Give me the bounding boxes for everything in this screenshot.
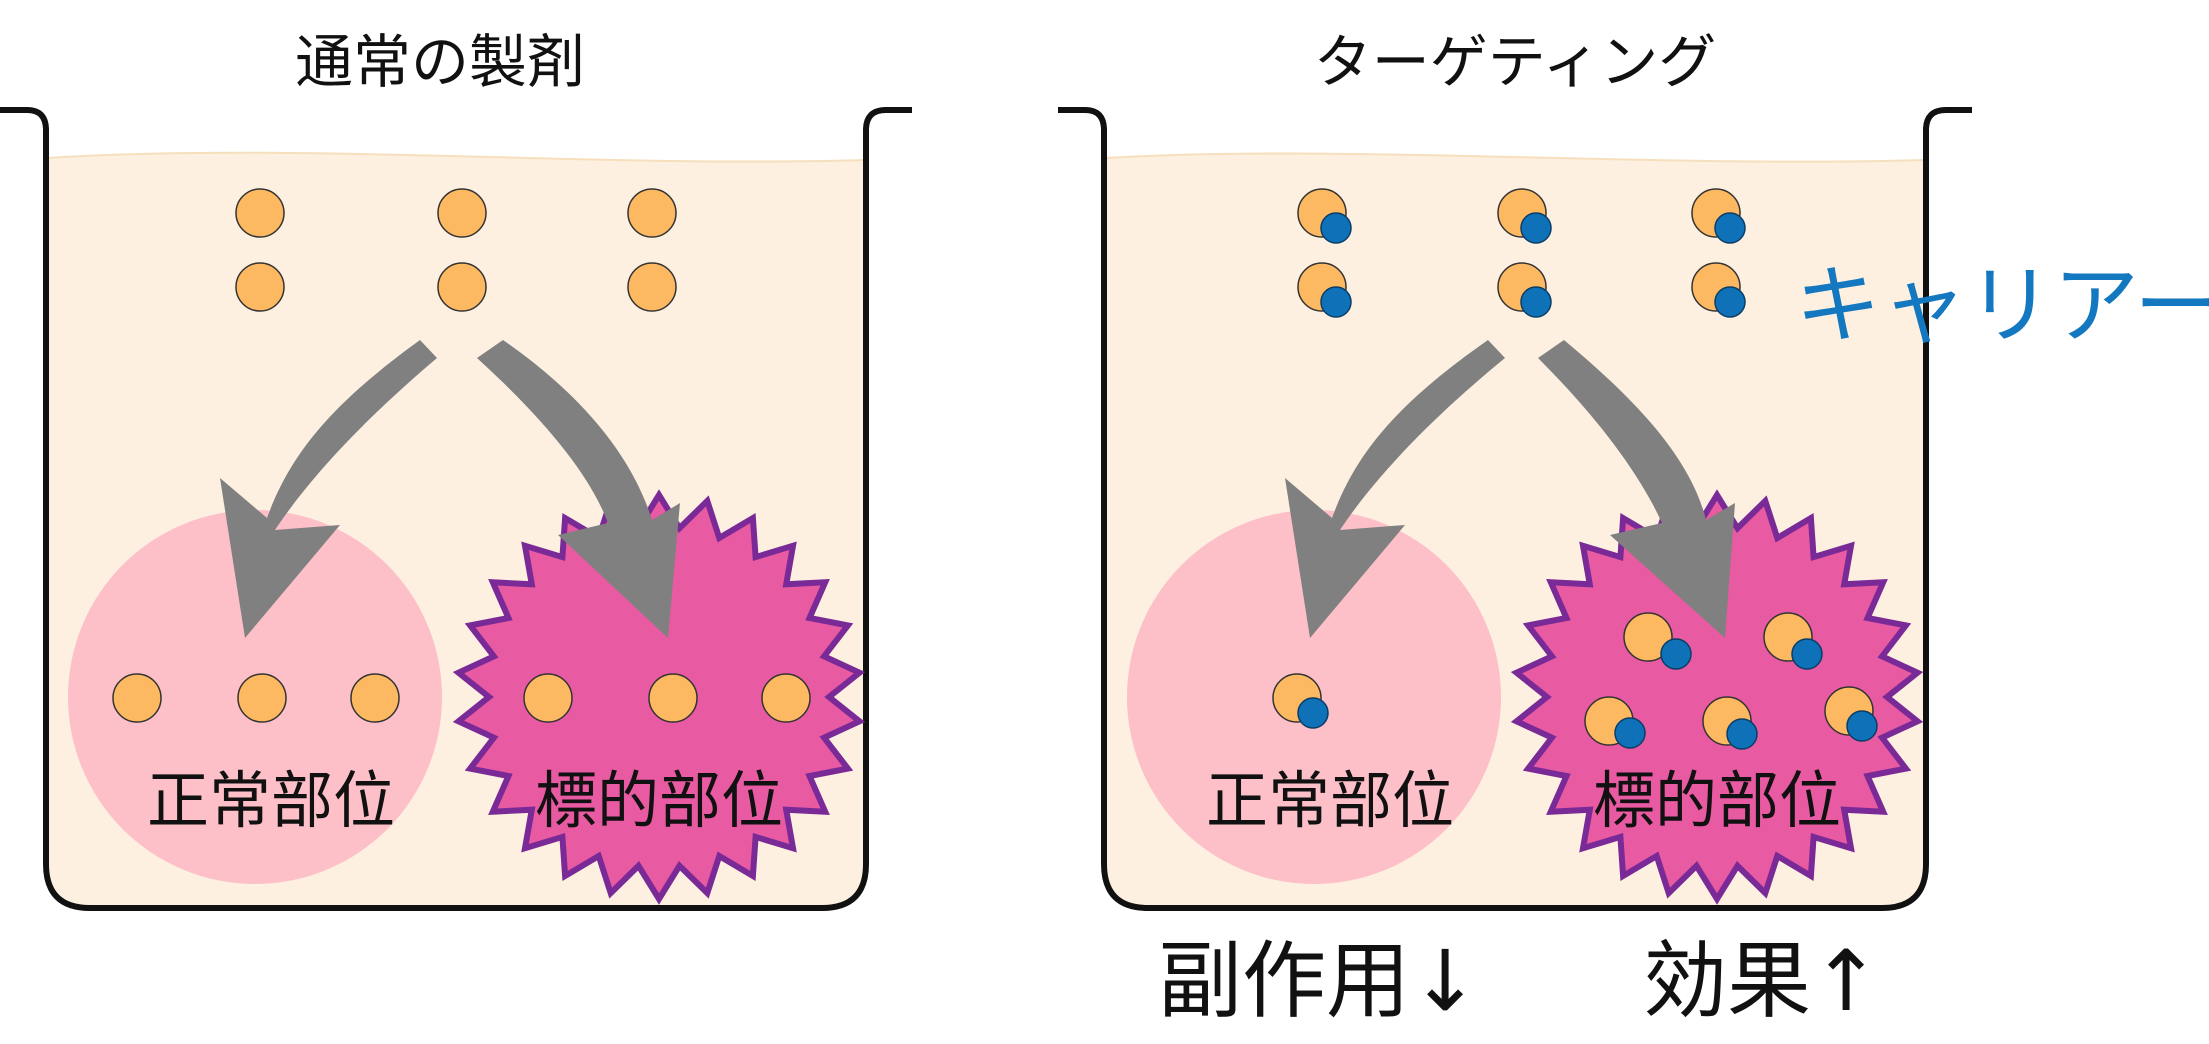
carrier-drug-complex (1623, 612, 1692, 670)
carrier-label: キャリアー (1795, 256, 2209, 356)
right-beaker (1058, 107, 1972, 911)
right-panel-title: ターゲティング (1314, 28, 1717, 96)
target-site-label: 標的部位 (1593, 764, 1841, 837)
drug-molecule (437, 262, 487, 312)
drug-molecule (627, 262, 677, 312)
carrier-drugs-top (1297, 188, 1746, 318)
drug-molecule (112, 673, 162, 723)
carrier-drug-complex (1691, 188, 1746, 244)
carrier-molecule (1726, 718, 1758, 750)
carrier-molecule (1660, 638, 1692, 670)
drug-molecule (648, 673, 698, 723)
carrier-molecule (1297, 697, 1329, 729)
carrier-drug-complex (1297, 188, 1352, 244)
effect-caption: 効果↑ (1643, 932, 1881, 1030)
arrow-to-target-site (477, 340, 680, 638)
carrier-drug-complex (1824, 686, 1878, 742)
normal-site-label: 正常部位 (147, 764, 395, 837)
carrier-molecule (1520, 212, 1552, 244)
drug-molecule (627, 188, 677, 238)
carrier-drug-complex (1691, 262, 1746, 318)
drug-molecule (237, 673, 287, 723)
carrier-molecule (1320, 286, 1352, 318)
carrier-drug-complex (1702, 696, 1758, 750)
right-panel: ターゲティング (1058, 28, 2209, 1030)
drug-molecule (350, 673, 400, 723)
carrier-drug-complex (1497, 188, 1552, 244)
drug-molecules-top (235, 188, 677, 312)
left-panel-title: 通常の製剤 (295, 28, 585, 96)
drug-molecule (523, 673, 573, 723)
arrow-to-normal-site (220, 340, 437, 638)
normal-site-label: 正常部位 (1206, 764, 1454, 837)
target-site (1510, 489, 1924, 905)
left-beaker (0, 107, 912, 911)
carrier-molecule (1614, 717, 1646, 749)
target-site-label: 標的部位 (535, 764, 783, 837)
carrier-molecule (1520, 286, 1552, 318)
carrier-molecule (1320, 212, 1352, 244)
carrier-molecule (1714, 286, 1746, 318)
drug-molecule (761, 673, 811, 723)
carrier-drugs-target (1584, 612, 1878, 750)
carrier-drug-complex (1272, 673, 1329, 729)
left-panel: 通常の製剤 正常部位 標的部位 (0, 28, 912, 911)
drug-molecules-bottom (112, 673, 811, 723)
carrier-drug-complex (1497, 262, 1552, 318)
carrier-molecule (1714, 212, 1746, 244)
drug-molecule (235, 262, 285, 312)
carrier-molecule (1846, 710, 1878, 742)
side-effect-caption: 副作用↓ (1158, 932, 1480, 1030)
carrier-drug-complex (1763, 612, 1823, 670)
carrier-drug-complex (1584, 696, 1646, 749)
carrier-molecule (1791, 638, 1823, 670)
arrow-to-normal-site (1285, 340, 1505, 638)
drug-molecule (235, 188, 285, 238)
drug-molecule (1623, 612, 1673, 662)
carrier-drug-complex (1297, 262, 1352, 318)
drug-molecule (437, 188, 487, 238)
arrow-to-target-site (1538, 340, 1735, 638)
